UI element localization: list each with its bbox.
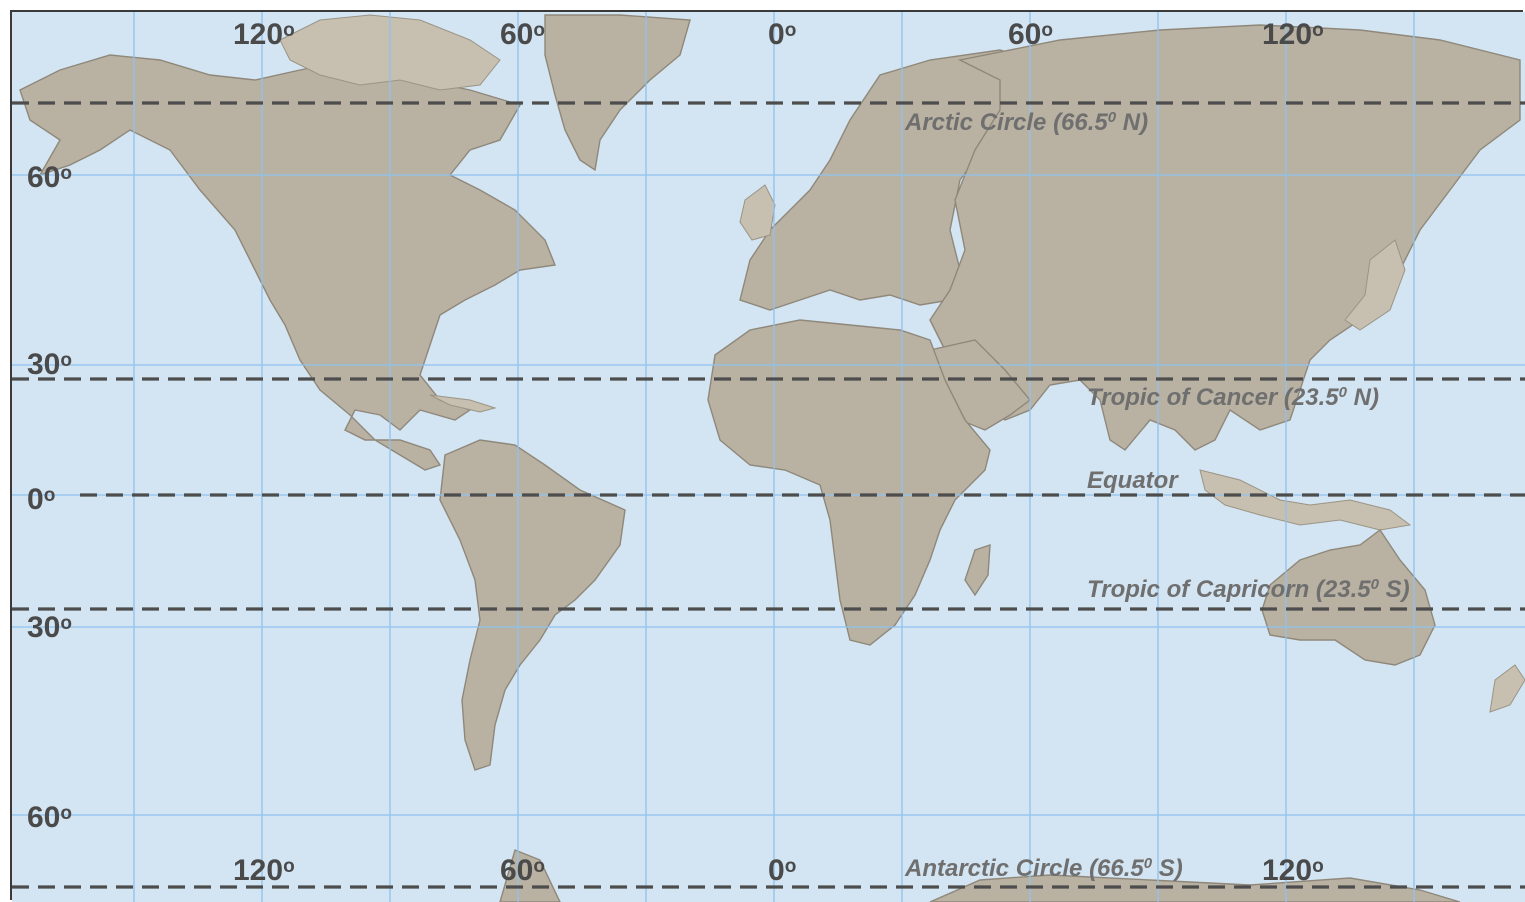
longitude-label: 120o bbox=[233, 854, 295, 887]
longitude-label: 0o bbox=[768, 18, 796, 51]
longitude-label: 120o bbox=[233, 18, 295, 51]
caribbean-islands bbox=[429, 394, 497, 413]
africa-landmass bbox=[707, 319, 991, 646]
british-isles bbox=[739, 184, 776, 241]
tropic-of-cancer-label: Tropic of Cancer (23.50 N) bbox=[1087, 384, 1379, 411]
antarctic-circle-label: Antarctic Circle (66.50 S) bbox=[904, 855, 1183, 882]
latitude-label: 30o bbox=[27, 348, 72, 381]
asia-landmass bbox=[929, 24, 1521, 451]
longitude-label: 0o bbox=[768, 854, 796, 887]
latitude-circle-labels: Arctic Circle (66.50 N) Tropic of Cancer… bbox=[904, 109, 1410, 882]
longitude-labels-bottom: 120o 60o 0o 120o bbox=[233, 854, 1324, 887]
south-america-landmass bbox=[439, 439, 626, 771]
longitude-label: 60o bbox=[1008, 18, 1053, 51]
southeast-asia-islands bbox=[1199, 469, 1412, 531]
tropic-of-capricorn-label: Tropic of Capricorn (23.50 S) bbox=[1087, 576, 1410, 603]
longitude-label: 60o bbox=[500, 854, 545, 887]
special-latitude-lines bbox=[12, 101, 1525, 889]
new-zealand-islands bbox=[1489, 664, 1525, 713]
equator-label: Equator bbox=[1087, 467, 1179, 494]
latitude-label: 60o bbox=[27, 801, 72, 834]
latitude-label: 30o bbox=[27, 611, 72, 644]
longitude-label: 60o bbox=[500, 18, 545, 51]
greenland-landmass bbox=[544, 14, 691, 172]
latitude-label: 0o bbox=[27, 483, 55, 516]
madagascar-island bbox=[964, 544, 991, 597]
japan-islands bbox=[1344, 239, 1406, 331]
longitude-label: 120o bbox=[1262, 854, 1324, 887]
latitude-labels: 60o 30o 0o 30o 60o bbox=[27, 161, 72, 834]
arctic-circle-label: Arctic Circle (66.50 N) bbox=[904, 109, 1148, 136]
landmasses bbox=[19, 14, 1525, 902]
latitude-label: 60o bbox=[27, 161, 72, 194]
antarctica-landmass bbox=[499, 849, 1461, 902]
longitude-labels-top: 120o 60o 0o 60o 120o bbox=[233, 18, 1324, 51]
australia-landmass bbox=[1261, 528, 1436, 666]
longitude-label: 120o bbox=[1262, 18, 1324, 51]
